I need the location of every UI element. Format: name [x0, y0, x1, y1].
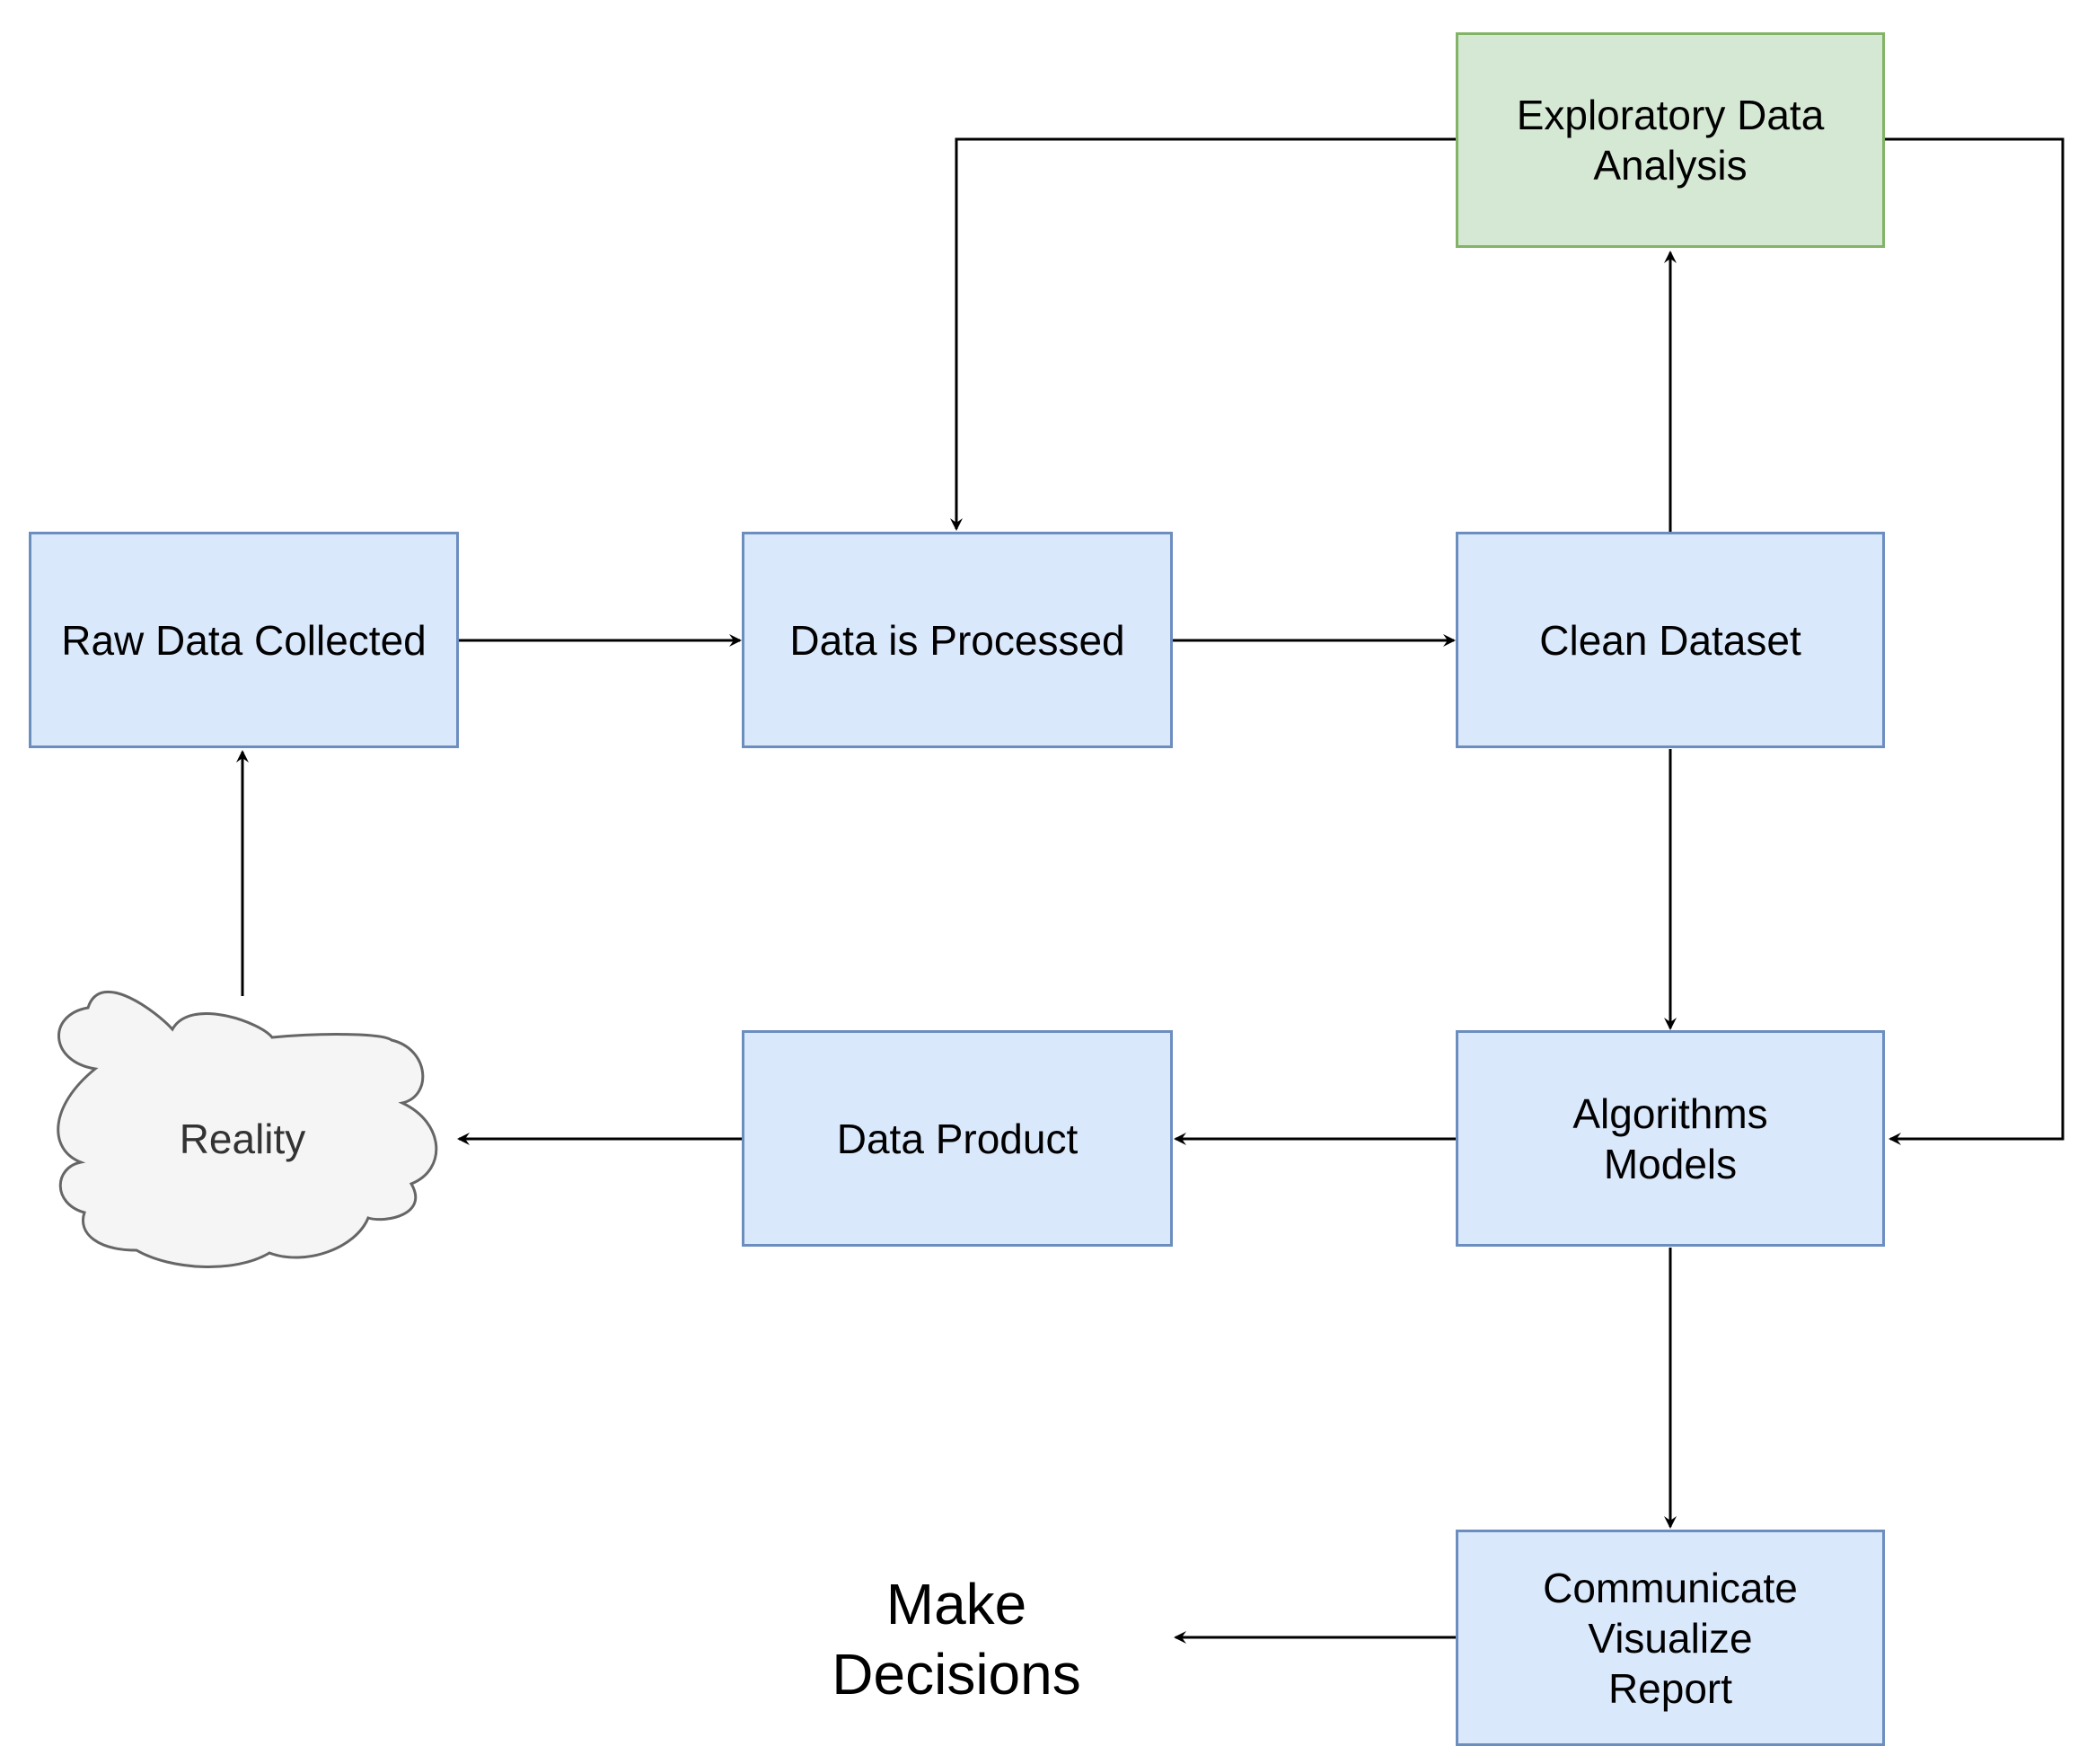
node-raw-data-collected[interactable]: Raw Data Collected — [29, 532, 459, 748]
node-make-decisions[interactable]: Make Decisions — [781, 1563, 1131, 1715]
node-reality-label: Reality — [179, 1116, 306, 1162]
cloud-shape — [57, 990, 438, 1268]
edge-eda-to-processed — [950, 137, 1456, 531]
node-communicate-visualize-report[interactable]: Communicate Visualize Report — [1456, 1530, 1885, 1746]
node-communicate-line-3: Report — [1607, 1664, 1733, 1712]
node-algorithms-line-2: Models — [1603, 1140, 1738, 1187]
node-clean-dataset-label: Clean Dataset — [1539, 616, 1801, 664]
node-algorithms-models[interactable]: Algorithms Models — [1456, 1030, 1885, 1247]
node-data-product[interactable]: Data Product — [742, 1030, 1173, 1247]
node-clean-dataset[interactable]: Clean Dataset — [1456, 532, 1885, 748]
node-make-decisions-line-2: Decisions — [832, 1642, 1081, 1707]
node-make-decisions-line-1: Make — [885, 1572, 1027, 1636]
node-data-product-label: Data Product — [836, 1115, 1079, 1162]
node-raw-data-collected-label: Raw Data Collected — [61, 616, 427, 664]
node-data-is-processed[interactable]: Data is Processed — [742, 532, 1173, 748]
node-communicate-line-2: Visualize — [1588, 1614, 1753, 1662]
edge-eda-to-algorithms — [1885, 137, 2065, 1145]
node-eda-line-1: Exploratory Data — [1516, 92, 1825, 138]
node-algorithms-line-1: Algorithms — [1572, 1089, 1768, 1137]
node-communicate-line-1: Communicate — [1543, 1564, 1798, 1611]
node-exploratory-data-analysis[interactable]: Exploratory Data Analysis — [1456, 32, 1885, 248]
node-eda-line-2: Analysis — [1593, 142, 1748, 189]
node-data-is-processed-label: Data is Processed — [789, 616, 1125, 664]
